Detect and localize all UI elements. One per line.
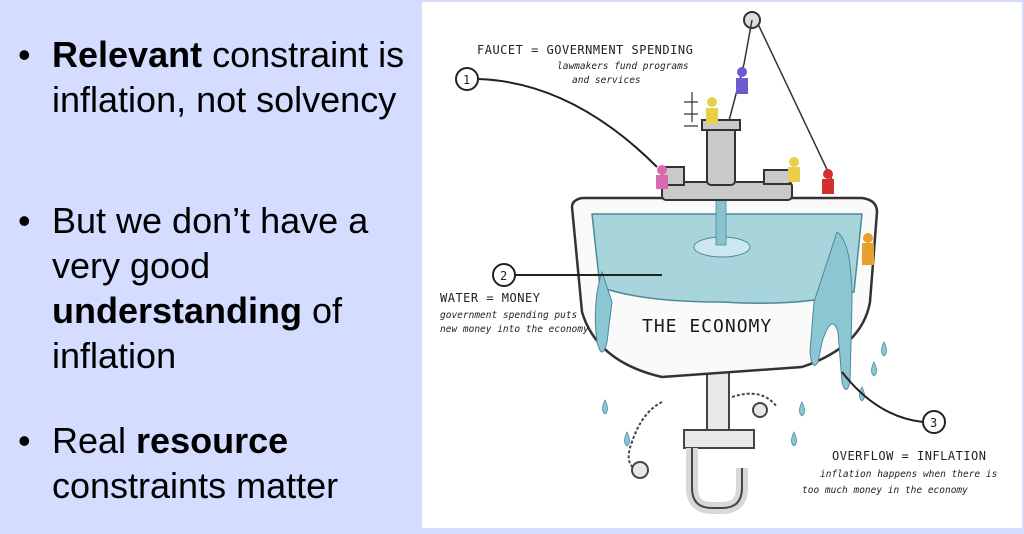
water-drops xyxy=(602,341,887,447)
callout-1-sub1: lawmakers fund programs xyxy=(557,61,689,72)
callout-2-number: 2 xyxy=(500,269,507,283)
faucet-icon xyxy=(661,92,793,201)
callout-3-title: OVERFLOW = INFLATION xyxy=(832,449,987,463)
callout-3-sub1: inflation happens when there is xyxy=(820,469,997,480)
sink-illustration: THE ECONOMY 1 FAUCET = GOVERNMENT SPENDI… xyxy=(422,2,1022,528)
worker-figure-icon xyxy=(656,67,874,265)
bullet-dot: • xyxy=(18,34,31,75)
bullet-dot: • xyxy=(18,420,31,461)
bullet-dot: • xyxy=(18,200,31,241)
callout-2-sub1: government spending puts xyxy=(440,310,577,321)
bullet-panel: • Relevant constraint is inflation, not … xyxy=(0,0,420,534)
callout-2-sub2: new money into the economy xyxy=(440,324,589,335)
callout-1-number: 1 xyxy=(463,73,470,87)
callout-2-title: WATER = MONEY xyxy=(440,291,541,305)
overflow-water xyxy=(809,231,853,390)
callout-1-title: FAUCET = GOVERNMENT SPENDING xyxy=(477,43,693,57)
callout-3-number: 3 xyxy=(930,416,937,430)
bullet-bold-1: Relevant xyxy=(52,34,203,75)
bullet-text-1: Relevant constraint is inflation, not so… xyxy=(52,34,405,120)
bullet-bold-2: understanding xyxy=(52,290,302,331)
callout-3-sub2: too much money in the economy xyxy=(802,485,968,496)
bullet-text-2: But we don’t have a very good understand… xyxy=(52,200,369,376)
callout-1-sub2: and services xyxy=(572,75,641,86)
pipe-icon xyxy=(627,369,778,514)
sink-drawing: THE ECONOMY 1 FAUCET = GOVERNMENT SPENDI… xyxy=(440,11,997,514)
sink-label: THE ECONOMY xyxy=(642,316,772,337)
bullet-bold-3: resource xyxy=(136,420,289,461)
bullet-text-3: Real resource constraints matter xyxy=(52,420,339,506)
